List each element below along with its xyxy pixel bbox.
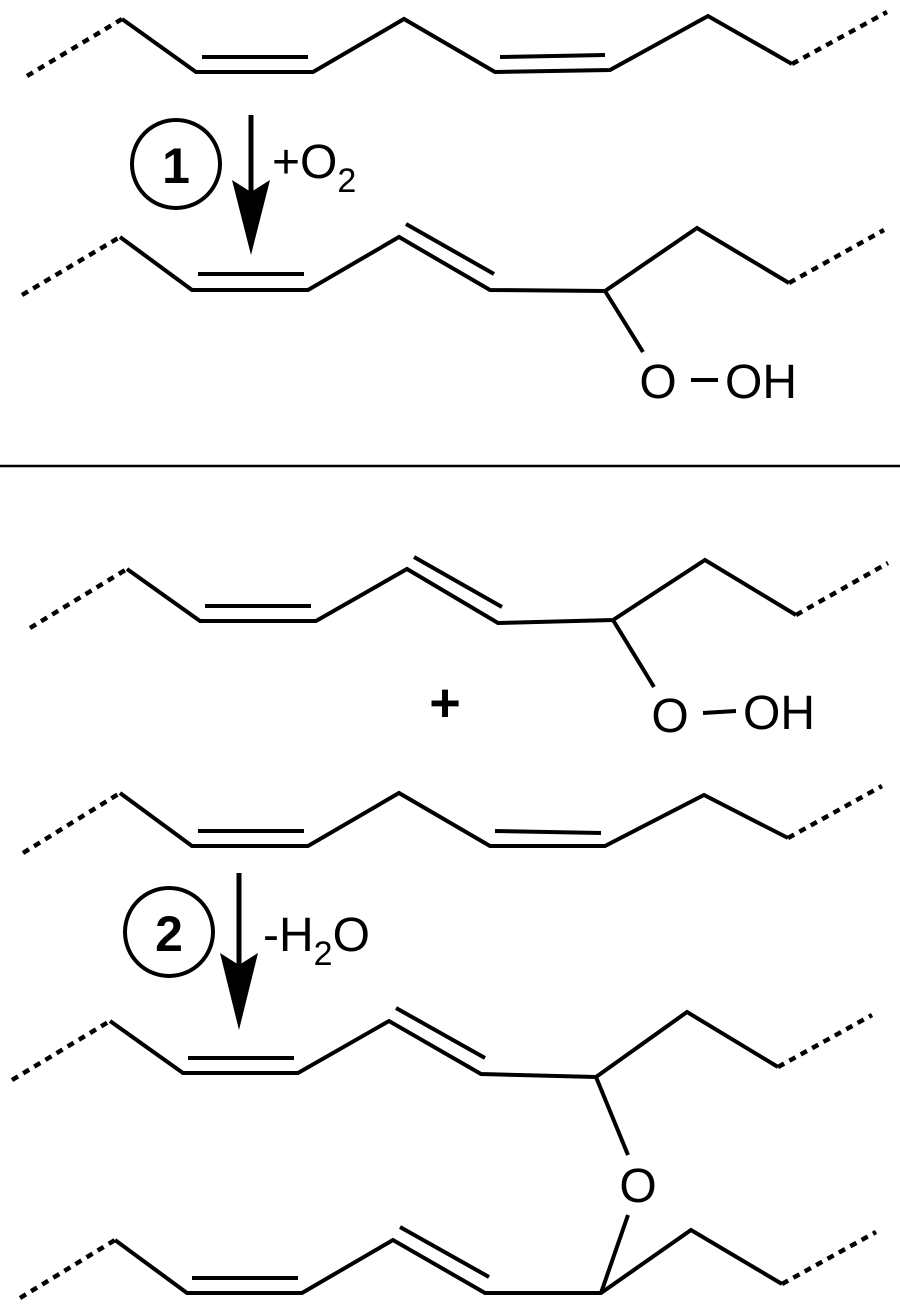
dimer-lower-chain (18, 1225, 878, 1300)
hydroxyl-label: OH (725, 356, 797, 409)
double-bond-inner-line (494, 829, 602, 835)
ether-bridge: O (594, 1076, 657, 1294)
hydroperoxide-reactant: O OH (28, 555, 890, 743)
chain-continuation-left (20, 235, 122, 297)
ether-oxygen-label: O (619, 1160, 656, 1213)
double-bond-inner-line (499, 53, 606, 59)
chain-continuation-left (25, 17, 124, 78)
chain-backbone (120, 13, 793, 75)
step-2-label: 2 (123, 886, 215, 978)
chain-continuation-right (787, 228, 886, 285)
hydroxyl-label: OH (743, 687, 815, 740)
start-chain-diene (25, 10, 889, 78)
peroxide-oxygen-label: O (651, 690, 688, 743)
dimer-upper-chain (10, 1006, 874, 1082)
chain-continuation-right (780, 1230, 878, 1286)
chain-continuation-right (786, 784, 884, 840)
chain-backbone (118, 225, 791, 294)
step-1-reagent: +O2 (272, 136, 356, 200)
step-2-reagent: -H2O (263, 909, 370, 973)
step-1-circle (130, 118, 222, 210)
chain-continuation-right (790, 10, 889, 66)
peroxide-oxygen-label: O (639, 356, 676, 409)
c-o-bond-lower (599, 1214, 630, 1294)
step-1-number: 1 (162, 138, 190, 194)
trans-double-bond-inner-line (413, 555, 503, 609)
chain-backbone (125, 557, 798, 626)
step-1-label: 1 (130, 118, 222, 210)
trans-double-bond-inner-line (395, 1006, 486, 1060)
step-1-arrow (232, 115, 270, 255)
c-o-bond (603, 289, 645, 354)
chain-backbone (108, 1009, 780, 1080)
trans-double-bond-inner-line (405, 222, 495, 276)
chain-backbone (113, 1227, 784, 1295)
trans-double-bond-inner-line (399, 1225, 490, 1279)
c-o-bond (611, 618, 656, 689)
c-o-bond-upper (594, 1076, 630, 1156)
chain-continuation-left (21, 791, 122, 855)
chain-continuation-left (18, 1238, 117, 1300)
hydroperoxide-product: O OH (20, 222, 886, 409)
o-o-bond (702, 709, 737, 715)
chain-continuation-left (10, 1019, 112, 1082)
step-2-number: 2 (155, 906, 183, 962)
chain-backbone (118, 790, 789, 848)
chain-continuation-right (794, 561, 890, 617)
step-2-arrow (220, 873, 258, 1030)
chain-continuation-right (776, 1013, 874, 1069)
second-chain-diene (21, 784, 884, 855)
step-2-circle (123, 886, 215, 978)
plus-sign: + (429, 673, 461, 733)
chain-continuation-left (28, 567, 129, 630)
